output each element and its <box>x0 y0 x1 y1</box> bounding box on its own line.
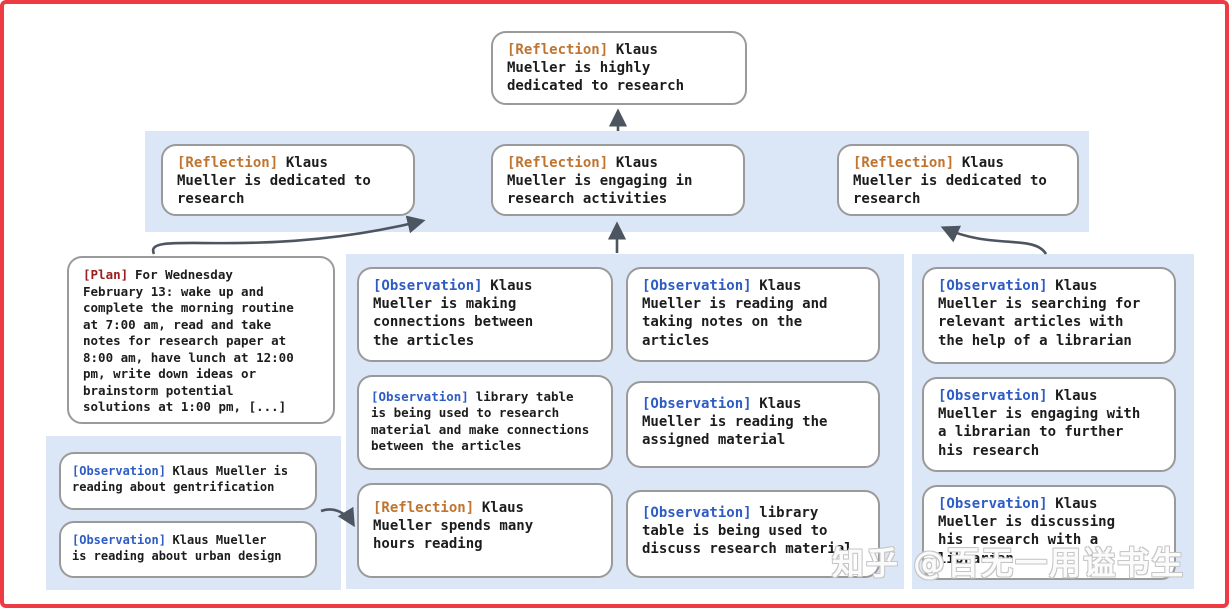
observation-tag: [Observation] <box>371 389 469 404</box>
node-plan: [Plan]For Wednesday February 13: wake up… <box>67 256 335 424</box>
node-observation-assigned-material: [Observation]Klaus Mueller is reading th… <box>626 381 880 468</box>
node-text: Klaus Mueller is reading about urban des… <box>72 533 282 564</box>
node-text: Klaus Mueller is discussing his research… <box>938 496 1116 567</box>
reflection-tag: [Reflection] <box>373 500 475 516</box>
observation-tag: [Observation] <box>938 496 1048 512</box>
node-observation-taking-notes: [Observation]Klaus Mueller is reading an… <box>626 267 880 362</box>
node-level2-reflection-2: [Reflection]Klaus Mueller is engaging in… <box>491 144 745 216</box>
node-level2-reflection-3: [Reflection]Klaus Mueller is dedicated t… <box>837 144 1079 216</box>
node-text: Klaus Mueller is making connections betw… <box>373 278 534 349</box>
observation-tag: [Observation] <box>938 388 1048 404</box>
reflection-tag: [Reflection] <box>507 155 609 171</box>
observation-tag: [Observation] <box>72 464 166 478</box>
observation-tag: [Observation] <box>642 505 752 521</box>
reflection-tag: [Reflection] <box>853 155 955 171</box>
observation-tag: [Observation] <box>72 533 166 547</box>
node-observation-engaging-librarian: [Observation]Klaus Mueller is engaging w… <box>922 377 1176 472</box>
node-text: Klaus Mueller is dedicated to research <box>177 155 371 208</box>
reflection-tag: [Reflection] <box>177 155 279 171</box>
node-reflection-spends-hours-reading: [Reflection]Klaus Mueller spends many ho… <box>357 483 613 578</box>
node-text: Klaus Mueller is reading about gentrific… <box>72 464 289 495</box>
node-text: Klaus Mueller spends many hours reading <box>373 500 534 553</box>
node-text: For Wednesday February 13: wake up and c… <box>83 267 294 414</box>
node-observation-searching-articles: [Observation]Klaus Mueller is searching … <box>922 267 1176 364</box>
observation-tag: [Observation] <box>642 278 752 294</box>
node-text: Klaus Mueller is highly dedicated to res… <box>507 42 685 95</box>
reflection-tag: [Reflection] <box>507 42 609 58</box>
node-text: Klaus Mueller is searching for relevant … <box>938 278 1141 349</box>
node-text: library table is being used to research … <box>371 389 590 453</box>
node-root-reflection: [Reflection]Klaus Mueller is highly dedi… <box>491 31 747 105</box>
node-observation-gentrification: [Observation]Klaus Mueller is reading ab… <box>59 452 317 510</box>
observation-tag: [Observation] <box>373 278 483 294</box>
node-text: Klaus Mueller is reading the assigned ma… <box>642 396 828 449</box>
zhihu-watermark: 知乎 @百无一用谥书生 <box>832 544 1186 582</box>
node-text: Klaus Mueller is engaging in research ac… <box>507 155 693 208</box>
node-observation-library-table-discuss: [Observation]library table is being used… <box>626 490 880 578</box>
node-observation-discussing-research: [Observation]Klaus Mueller is discussing… <box>922 485 1176 580</box>
node-level2-reflection-1: [Reflection]Klaus Mueller is dedicated t… <box>161 144 415 216</box>
observation-tag: [Observation] <box>938 278 1048 294</box>
plan-tag: [Plan] <box>83 267 129 282</box>
observation-tag: [Observation] <box>642 396 752 412</box>
node-text: Klaus Mueller is reading and taking note… <box>642 278 828 349</box>
node-text: Klaus Mueller is engaging with a librari… <box>938 388 1141 459</box>
node-text: Klaus Mueller is dedicated to research <box>853 155 1047 208</box>
node-observation-making-connections: [Observation]Klaus Mueller is making con… <box>357 267 613 362</box>
node-observation-urban-design: [Observation]Klaus Mueller is reading ab… <box>59 521 317 578</box>
node-observation-library-table-research: [Observation]library table is being used… <box>357 375 613 470</box>
node-text: library table is being used to discuss r… <box>642 505 853 558</box>
